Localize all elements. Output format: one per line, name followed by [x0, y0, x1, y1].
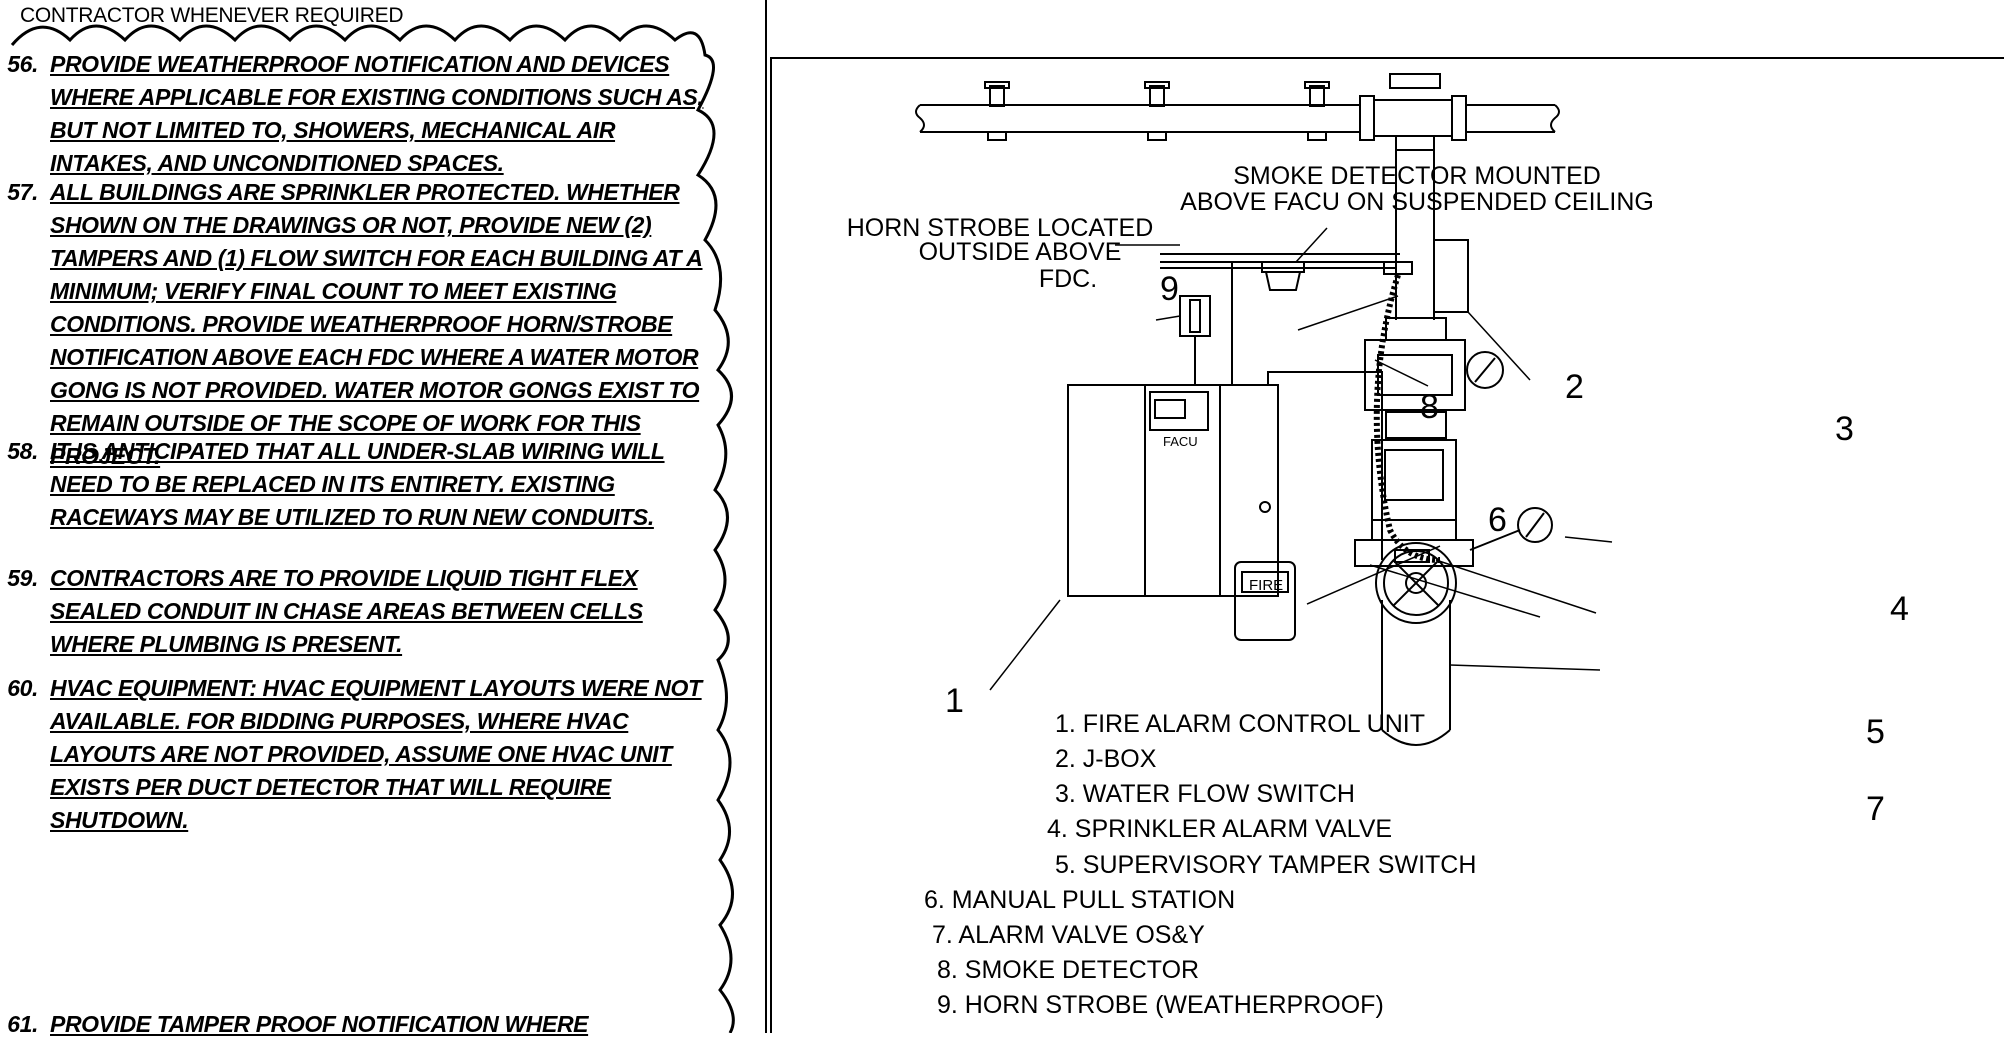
equipment-legend: 1. FIRE ALARM CONTROL UNIT 2. J-BOX 3. W…: [924, 710, 1476, 1019]
tag-3: 3: [1835, 410, 1854, 448]
legend-item: 6. MANUAL PULL STATION: [924, 886, 1235, 914]
note-number: 58.: [7, 438, 38, 464]
legend-item: 3. WATER FLOW SWITCH: [1055, 780, 1355, 808]
junction-box: [1383, 261, 1413, 275]
note-continuation: CONTRACTOR WHENEVER REQUIRED: [20, 4, 404, 27]
sprinkler-branch-pipe: [915, 104, 1560, 133]
tag-7: 7: [1866, 790, 1885, 828]
tag-8: 8: [1420, 388, 1439, 426]
facu-label: FACU: [1163, 434, 1198, 449]
horn-strobe-callout: HORN STROBE LOCATED: [847, 214, 1154, 242]
note-number: 61.: [7, 1011, 38, 1037]
legend-item: 5. SUPERVISORY TAMPER SWITCH: [1055, 851, 1476, 879]
note-text: PROVIDE WEATHERPROOF NOTIFICATION AND DE…: [50, 51, 704, 176]
note-text: CONTRACTORS ARE TO PROVIDE LIQUID TIGHT …: [50, 565, 643, 657]
fire-alarm-riser-detail: FACU FIRE SMOKE DETECTOR MOUNTED ABOVE F…: [770, 57, 2004, 1033]
pull-station-label: FIRE: [1249, 577, 1283, 594]
tag-2: 2: [1565, 368, 1584, 406]
conduit: [1267, 371, 1383, 560]
tag-1: 1: [945, 682, 964, 720]
horn-strobe-callout: OUTSIDE ABOVE: [919, 238, 1122, 266]
conduit: [1231, 261, 1240, 385]
revision-cloud: [10, 24, 735, 1033]
note-text: PROVIDE TAMPER PROOF NOTIFICATION WHERE: [50, 1011, 589, 1037]
tamper-switch: [1394, 549, 1430, 563]
note-text: ALL BUILDINGS ARE SPRINKLER PROTECTED. W…: [50, 179, 703, 469]
facu-cabinet: [1067, 384, 1279, 597]
horn-strobe-icon: [1179, 295, 1211, 337]
tag-5: 5: [1866, 713, 1885, 751]
sheet-divider: [765, 0, 767, 1033]
legend-item: 8. SMOKE DETECTOR: [937, 956, 1199, 984]
general-notes-panel: CONTRACTOR WHENEVER REQUIRED 56. PROVIDE…: [0, 0, 740, 1037]
legend-item: 1. FIRE ALARM CONTROL UNIT: [1055, 710, 1425, 738]
tag-9: 9: [1160, 270, 1179, 308]
note-number: 57.: [7, 179, 38, 205]
smoke-detector-callout: SMOKE DETECTOR MOUNTED: [1233, 162, 1601, 190]
horn-strobe-callout: FDC.: [1039, 265, 1097, 293]
detail-border: [770, 57, 2004, 1033]
tag-6: 6: [1488, 501, 1507, 539]
pressure-gauge-icon: [1466, 351, 1504, 389]
pressure-gauge-icon: [1517, 507, 1553, 543]
legend-item: 9. HORN STROBE (WEATHERPROOF): [937, 991, 1384, 1019]
water-flow-switch: [1433, 239, 1469, 313]
tag-4: 4: [1890, 590, 1909, 628]
note-number: 60.: [7, 675, 38, 701]
note-number: 59.: [7, 565, 38, 591]
sprinkler-head-icon: [984, 81, 1330, 141]
manual-pull-station: [1234, 561, 1296, 641]
legend-item: 7. ALARM VALVE OS&Y: [932, 921, 1205, 949]
smoke-detector-callout: ABOVE FACU ON SUSPENDED CEILING: [1180, 188, 1654, 216]
smoke-detector-icon: [1261, 261, 1305, 291]
suspended-ceiling-line: [1160, 253, 1400, 263]
note-text: HVAC EQUIPMENT: HVAC EQUIPMENT LAYOUTS W…: [50, 675, 702, 833]
legend-item: 4. SPRINKLER ALARM VALVE: [1047, 815, 1392, 843]
legend-item: 2. J-BOX: [1055, 745, 1157, 773]
note-text: IT IS ANTICIPATED THAT ALL UNDER-SLAB WI…: [50, 438, 665, 530]
leader-lines: [989, 227, 1613, 691]
note-number: 56.: [7, 51, 38, 77]
